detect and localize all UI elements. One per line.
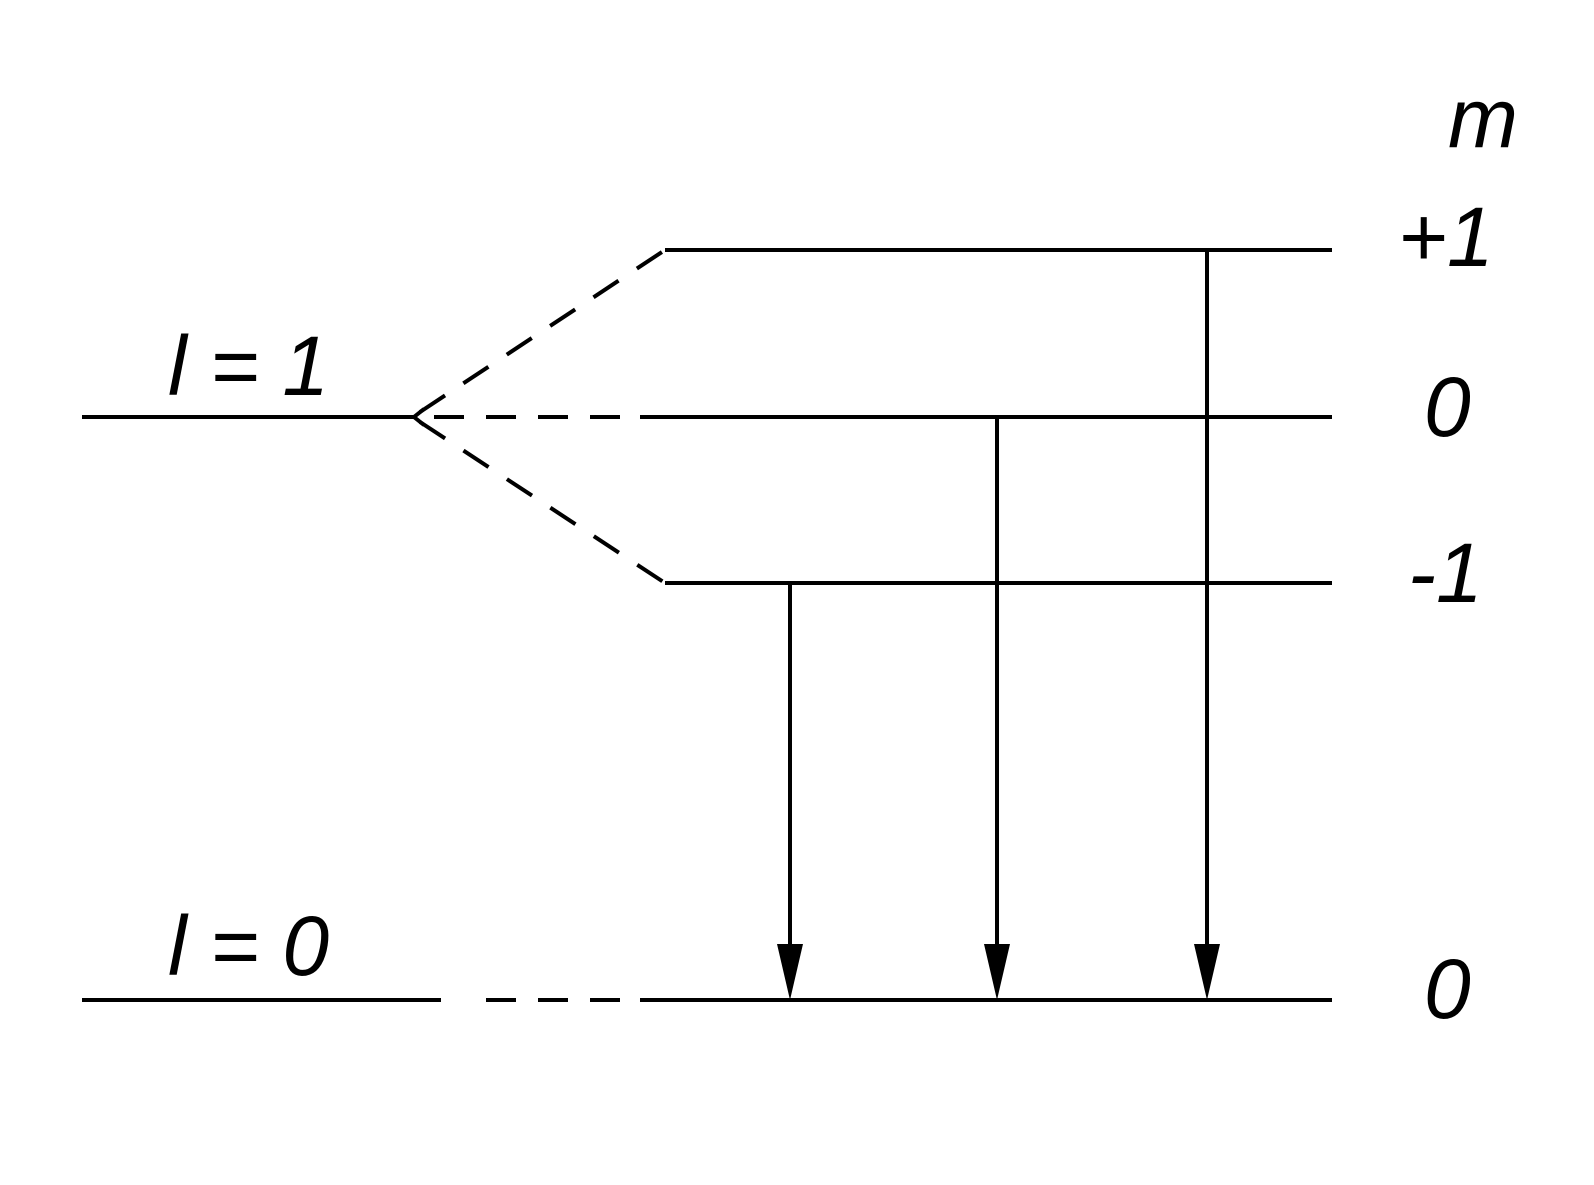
upper-level-label: l = 1: [168, 319, 329, 413]
lower-level-label: l = 0: [168, 899, 329, 993]
dashed-link-plus-one: [418, 248, 667, 414]
transition-from-plus-one-arrowhead: [1194, 944, 1220, 1000]
transition-from-minus-one-arrowhead: [777, 944, 803, 1000]
m-header-label: m: [1448, 71, 1518, 165]
m-zero-upper-label: 0: [1424, 360, 1471, 454]
transition-from-zero-arrowhead: [984, 944, 1010, 1000]
m-plus-one-label: +1: [1398, 190, 1494, 284]
m-minus-one-label: -1: [1408, 526, 1483, 620]
dashed-link-minus-one: [418, 420, 667, 585]
m-zero-lower-label: 0: [1424, 942, 1471, 1036]
